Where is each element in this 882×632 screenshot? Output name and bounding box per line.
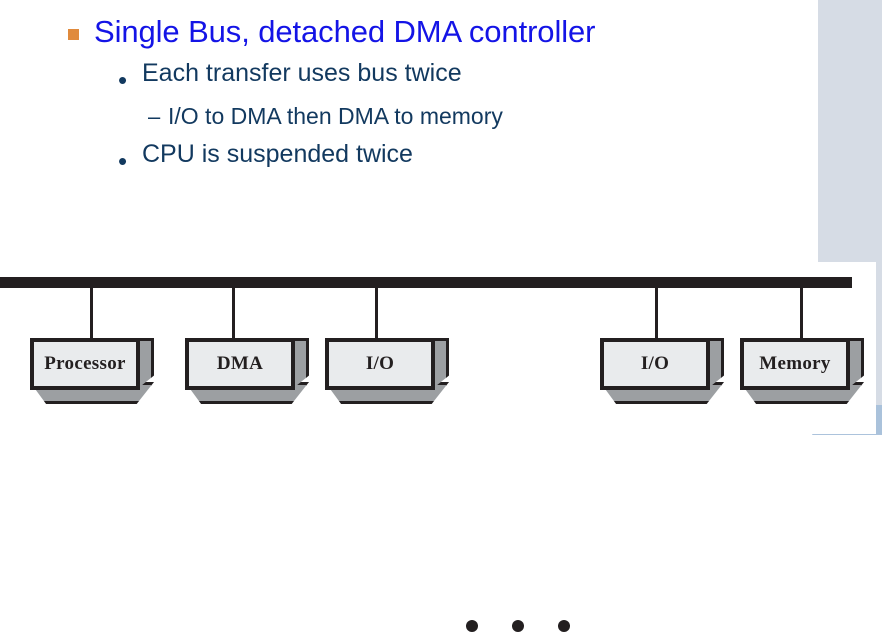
node-label: DMA <box>216 353 264 374</box>
bullet-level2-item: • CPU is suspended twice <box>118 140 818 176</box>
box-front-face: Memory <box>740 338 850 390</box>
ellipsis-dot-icon <box>558 620 570 632</box>
box-front-face: Processor <box>30 338 140 390</box>
diagram-node-io-right: I/O <box>600 330 724 404</box>
diagram-node-memory: Memory <box>740 330 864 404</box>
bullet-level2-text: Each transfer uses bus twice <box>142 59 462 87</box>
ellipsis-dot-icon <box>466 620 478 632</box>
bus-connector-line <box>90 288 93 338</box>
dash-bullet-icon: – <box>148 104 161 129</box>
square-bullet-icon <box>68 16 94 40</box>
diagram-node-io-left: I/O <box>325 330 449 404</box>
box-front-face: DMA <box>185 338 295 390</box>
round-bullet-icon: • <box>118 146 128 176</box>
single-bus-dma-diagram: Processor DMA I/O I/O Memory <box>0 262 876 632</box>
bullet-level2-item: • Each transfer uses bus twice <box>118 59 818 95</box>
bullet-level1-item: Single Bus, detached DMA controller <box>68 16 818 47</box>
bus-connector-line <box>800 288 803 338</box>
box-front-face: I/O <box>325 338 435 390</box>
bus-connector-line <box>232 288 235 338</box>
diagram-node-dma: DMA <box>185 330 309 404</box>
node-label: I/O <box>365 353 395 374</box>
ellipsis-dot-icon <box>512 620 524 632</box>
bullet-level1-text: Single Bus, detached DMA controller <box>94 14 596 49</box>
round-bullet-icon: • <box>118 65 128 95</box>
diagram-ellipsis <box>466 620 570 632</box>
bullet-level2-text: CPU is suspended twice <box>142 140 413 168</box>
system-bus-bar <box>0 277 852 288</box>
node-label: Memory <box>759 353 831 374</box>
box-front-face: I/O <box>600 338 710 390</box>
bus-connector-line <box>375 288 378 338</box>
node-label: Processor <box>44 353 126 374</box>
bullet-level3-item: – I/O to DMA then DMA to memory <box>148 105 818 128</box>
slide-bullet-list: Single Bus, detached DMA controller • Ea… <box>0 0 818 174</box>
bus-connector-line <box>655 288 658 338</box>
bullet-level3-text: I/O to DMA then DMA to memory <box>168 103 503 129</box>
diagram-node-processor: Processor <box>30 330 154 404</box>
node-label: I/O <box>640 353 670 374</box>
